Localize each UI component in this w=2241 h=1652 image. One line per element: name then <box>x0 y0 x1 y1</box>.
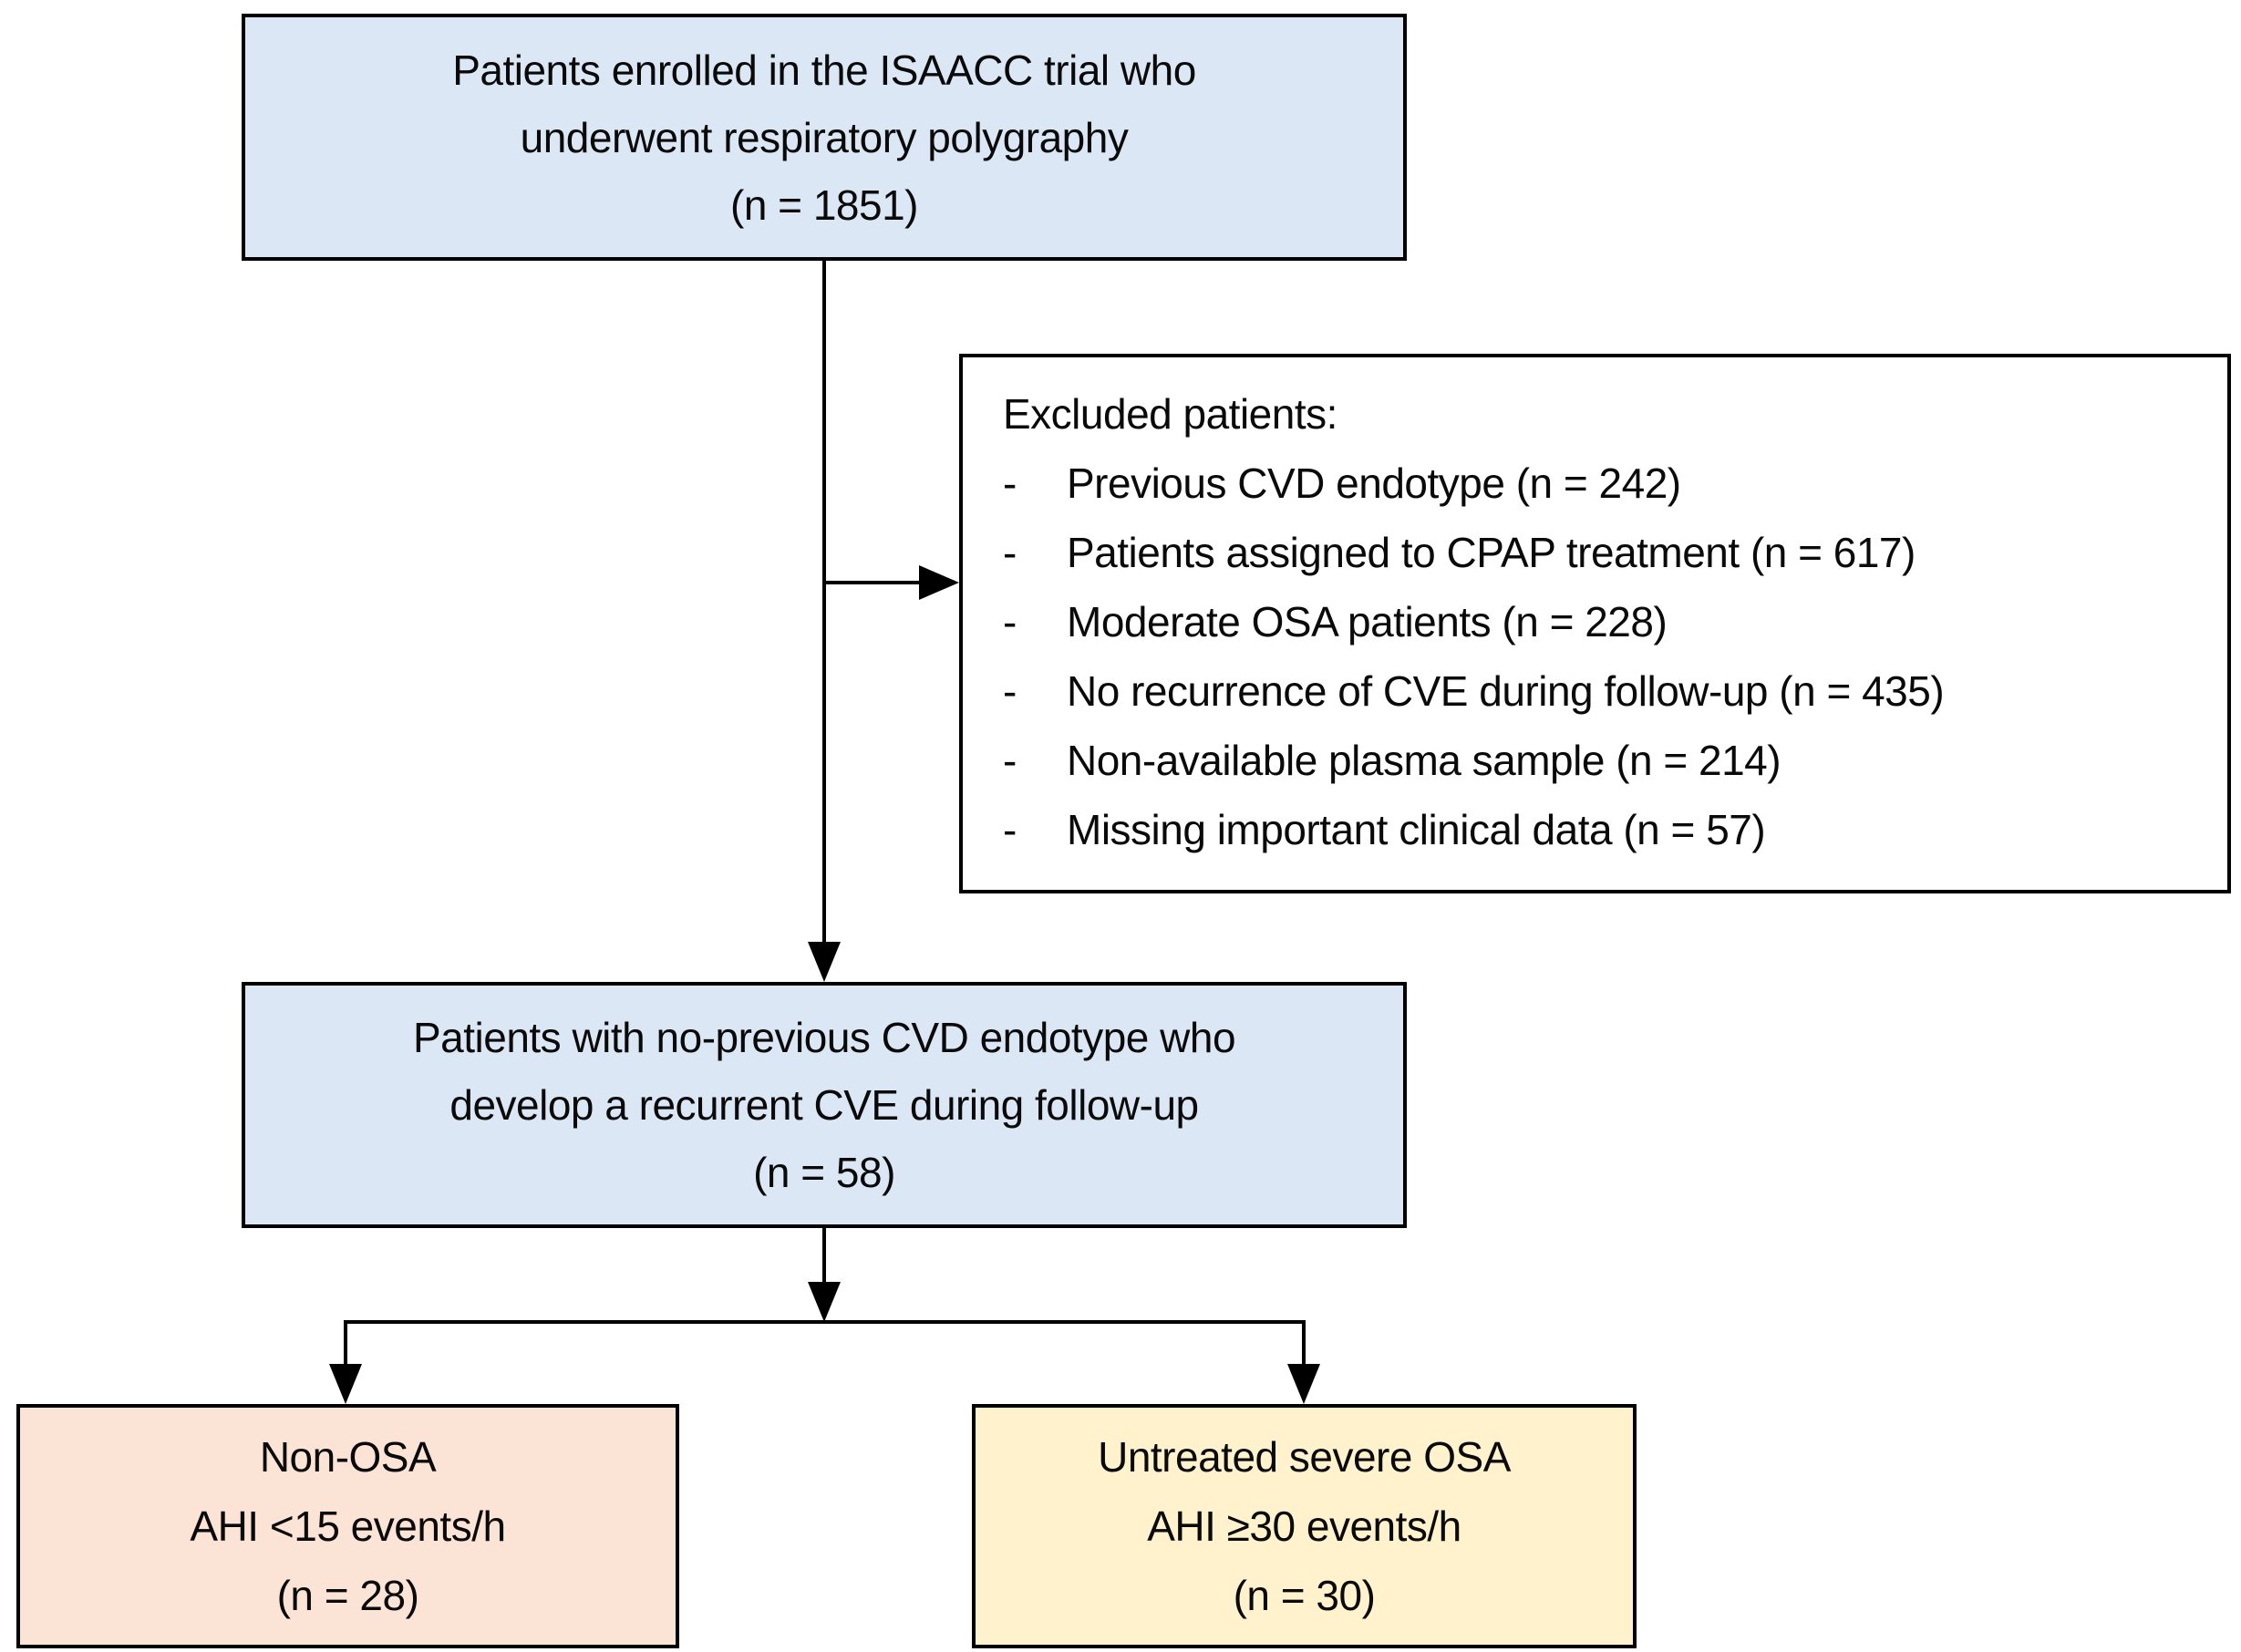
connector-recurrent-to-split <box>822 1228 826 1285</box>
excluded-item-text: Previous CVD endotype (n = 242) <box>1067 459 1681 507</box>
box-recurrent-count: (n = 58) <box>753 1149 895 1196</box>
connector-split-to-severe-osa <box>1302 1320 1306 1368</box>
box-non-osa-count: (n = 28) <box>276 1572 419 1619</box>
excluded-item-text: Moderate OSA patients (n = 228) <box>1067 598 1668 645</box>
bullet-dash: - <box>1003 667 1017 715</box>
box-severe-osa-line-2: AHI ≥30 events/h <box>1147 1502 1461 1550</box>
excluded-item: - No recurrence of CVE during follow-up … <box>1003 656 2191 726</box>
box-severe-osa-count: (n = 30) <box>1233 1572 1376 1619</box>
excluded-title: Excluded patients: <box>1003 390 1337 438</box>
box-recurrent-line-1: Patients with no-previous CVD endotype w… <box>412 1014 1236 1061</box>
box-enrolled-line-1: Patients enrolled in the ISAACC trial wh… <box>452 46 1196 94</box>
arrowhead-down-into-non-osa-icon <box>329 1364 362 1404</box>
arrowhead-down-into-recurrent-icon <box>808 942 841 982</box>
box-non-osa-line-1: Non-OSA <box>259 1433 437 1481</box>
connector-split-to-non-osa <box>344 1320 347 1368</box>
excluded-item-text: Missing important clinical data (n = 57) <box>1067 806 1766 853</box>
box-recurrent-cve-patients: Patients with no-previous CVD endotype w… <box>242 982 1407 1228</box>
bullet-dash: - <box>1003 459 1017 507</box>
box-severe-osa-line-1: Untreated severe OSA <box>1098 1433 1511 1481</box>
box-non-osa-group: Non-OSA AHI <15 events/h (n = 28) <box>16 1404 679 1648</box>
bullet-dash: - <box>1003 737 1017 784</box>
connector-to-excluded <box>823 581 924 584</box>
excluded-item: - Patients assigned to CPAP treatment (n… <box>1003 518 2191 587</box>
bullet-dash: - <box>1003 529 1017 576</box>
box-recurrent-line-2: develop a recurrent CVE during follow-up <box>449 1081 1199 1129</box>
connector-enrolled-to-recurrent <box>822 261 826 945</box>
excluded-item: - Moderate OSA patients (n = 228) <box>1003 587 2191 656</box>
arrowhead-down-into-split-icon <box>808 1282 841 1322</box>
box-enrolled-count: (n = 1851) <box>730 181 918 229</box>
excluded-item: - Missing important clinical data (n = 5… <box>1003 795 2191 864</box>
bullet-dash: - <box>1003 806 1017 853</box>
box-enrolled-patients: Patients enrolled in the ISAACC trial wh… <box>242 14 1407 261</box>
bullet-dash: - <box>1003 598 1017 645</box>
arrowhead-down-into-severe-osa-icon <box>1287 1364 1320 1404</box>
box-non-osa-line-2: AHI <15 events/h <box>190 1502 506 1550</box>
connector-split-horizontal <box>344 1320 1306 1324</box>
excluded-item-text: Patients assigned to CPAP treatment (n =… <box>1067 529 1916 576</box>
excluded-item-text: No recurrence of CVE during follow-up (n… <box>1067 667 1945 715</box>
box-enrolled-line-2: underwent respiratory polygraphy <box>520 113 1129 161</box>
excluded-item: - Non-available plasma sample (n = 214) <box>1003 726 2191 795</box>
box-excluded-patients: Excluded patients: - Previous CVD endoty… <box>959 354 2231 893</box>
box-severe-osa-group: Untreated severe OSA AHI ≥30 events/h (n… <box>972 1404 1637 1648</box>
excluded-item: - Previous CVD endotype (n = 242) <box>1003 449 2191 518</box>
arrowhead-right-into-excluded-icon <box>919 565 959 600</box>
excluded-item-text: Non-available plasma sample (n = 214) <box>1067 737 1781 784</box>
